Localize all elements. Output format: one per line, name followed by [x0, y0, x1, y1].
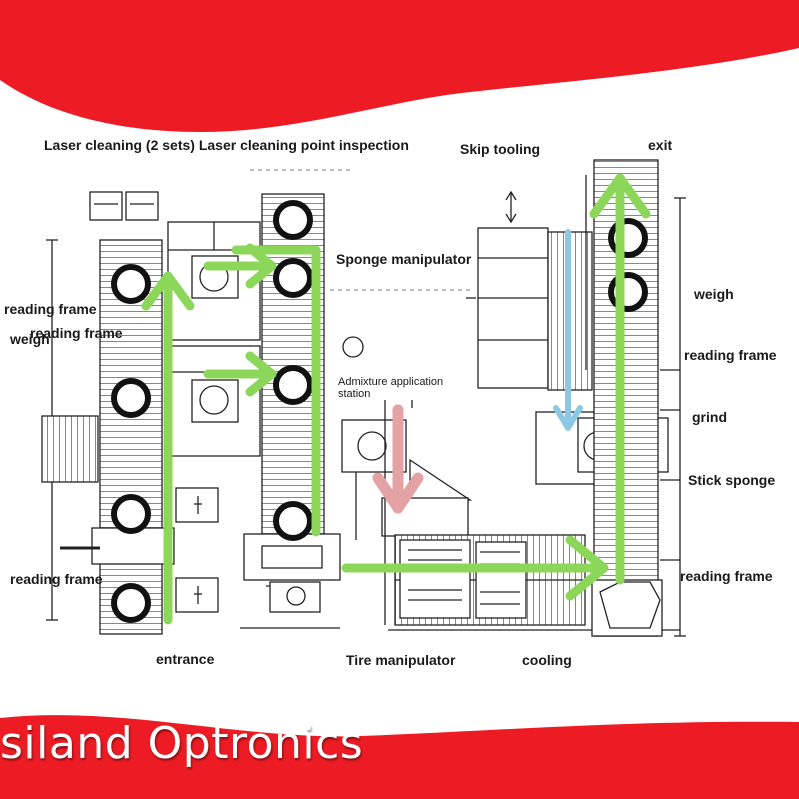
brand-watermark: siland Optronics — [0, 718, 364, 769]
label-reading-frame-right: reading frame — [684, 347, 777, 363]
feeder-block — [125, 191, 159, 221]
tire-icon — [111, 583, 151, 623]
flow-arrow-center-loop — [231, 245, 321, 537]
label-stick-sponge: Stick sponge — [688, 472, 776, 488]
tire-icon — [111, 494, 151, 534]
label-reading-frame-left: reading frame — [30, 325, 123, 341]
laser-cleaning-cell — [167, 345, 261, 457]
tire-icon — [111, 378, 151, 418]
label-admixture-station: Admixture application station — [338, 376, 444, 400]
label-reading-frame-left: reading frame — [10, 571, 103, 587]
reading-unit — [175, 577, 219, 613]
bottom-banner — [0, 715, 799, 799]
label-entrance: entrance — [156, 651, 215, 667]
label-cooling: cooling — [522, 652, 572, 668]
label-grind: grind — [692, 409, 727, 425]
side-panel — [41, 415, 99, 483]
label-weigh-left: weigh — [10, 331, 50, 347]
label-exit: exit — [648, 137, 673, 153]
feeder-block — [89, 191, 123, 221]
tire-icon — [273, 258, 313, 298]
top-banner — [0, 0, 799, 132]
flow-arrows — [141, 173, 651, 625]
tire-icon — [273, 365, 313, 405]
label-weigh-right: weigh — [694, 286, 734, 302]
label-reading-frame-left: reading frame — [4, 301, 97, 317]
tire-icon — [273, 501, 313, 541]
label-skip-tooling: Skip tooling — [460, 141, 541, 157]
label-sponge-manipulator: Sponge manipulator — [336, 251, 472, 267]
reading-unit — [175, 487, 219, 523]
skip-tooling-frame — [477, 227, 549, 389]
tire-icon — [111, 264, 151, 304]
tire-icon — [273, 200, 313, 240]
label-reading-frame-right: reading frame — [680, 568, 773, 584]
label-tire-manipulator: Tire manipulator — [346, 652, 456, 668]
tire-manipulator-base — [243, 533, 341, 581]
label-laser-cleaning: Laser cleaning (2 sets) Laser cleaning p… — [44, 137, 409, 153]
